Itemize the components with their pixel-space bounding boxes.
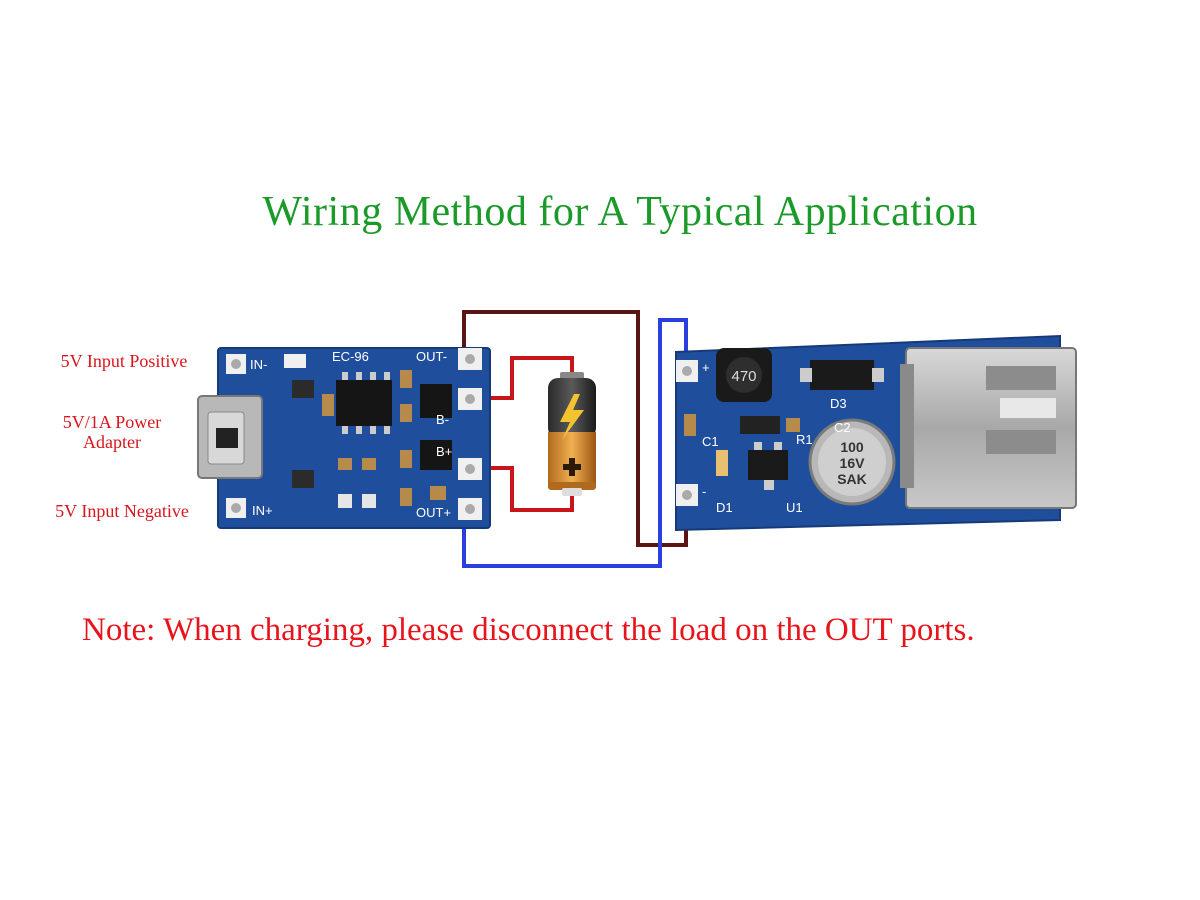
diagram-title: Wiring Method for A Typical Application <box>262 189 978 235</box>
label-power-adapter: 5V/1A Power Adapter <box>42 412 182 452</box>
silk-c2: C2 <box>834 420 851 435</box>
micro-usb-connector <box>197 395 263 479</box>
inductor: 470 <box>716 348 772 402</box>
pad-b-pos[interactable] <box>458 458 482 480</box>
silk-u1: U1 <box>786 500 803 515</box>
silk-r1: R1 <box>796 432 813 447</box>
capacitor-marking-line1: 100 <box>840 439 864 455</box>
pad-out-neg[interactable] <box>458 348 482 370</box>
capacitor-c2: 100 16V SAK <box>808 418 896 506</box>
silk-b-neg: B- <box>436 412 449 427</box>
wire-red-b-neg-to-battery <box>472 356 574 400</box>
silk-boost-neg: - <box>702 484 706 499</box>
charger-ic <box>336 372 392 434</box>
silk-in-neg: IN- <box>250 357 267 372</box>
usb-a-port <box>900 347 1077 509</box>
silk-out-pos: OUT+ <box>416 505 451 520</box>
silk-boost-pos: + <box>702 360 710 375</box>
pad-boost-pos[interactable] <box>676 360 698 382</box>
wire-red-b-pos-to-battery <box>472 466 574 512</box>
protection-ic <box>420 384 452 470</box>
diode-d3 <box>800 360 884 390</box>
charging-note: Note: When charging, please disconnect t… <box>82 612 975 648</box>
boost-smd-components <box>684 414 800 476</box>
pad-out-pos[interactable] <box>458 498 482 520</box>
battery-icon <box>548 372 596 496</box>
inductor-marking: 470 <box>731 368 756 385</box>
silk-in-pos: IN+ <box>252 503 273 518</box>
silk-b-pos: B+ <box>436 444 452 459</box>
pad-boost-neg[interactable] <box>676 484 698 506</box>
silk-ec96: EC-96 <box>332 349 369 364</box>
label-power-adapter-line2: Adapter <box>83 432 141 452</box>
silk-d1: D1 <box>716 500 733 515</box>
silk-c1: C1 <box>702 434 719 449</box>
capacitor-marking-line3: SAK <box>837 471 867 487</box>
pad-in-neg[interactable] <box>226 354 246 374</box>
charger-board: IN- IN+ OUT- OUT+ B- B+ EC-96 <box>197 347 491 529</box>
boost-board: 470 100 16V SAK <box>675 334 1077 532</box>
silk-d3: D3 <box>830 396 847 411</box>
capacitor-marking-line2: 16V <box>840 455 866 471</box>
silk-out-neg: OUT- <box>416 349 447 364</box>
label-input-negative: 5V Input Negative <box>55 501 189 521</box>
pad-b-neg[interactable] <box>458 388 482 410</box>
pad-in-pos[interactable] <box>226 498 246 518</box>
label-power-adapter-line1: 5V/1A Power <box>62 412 162 432</box>
smd-components <box>284 354 446 508</box>
label-input-positive: 5V Input Positive <box>60 351 188 371</box>
transistor-u1 <box>748 442 788 490</box>
